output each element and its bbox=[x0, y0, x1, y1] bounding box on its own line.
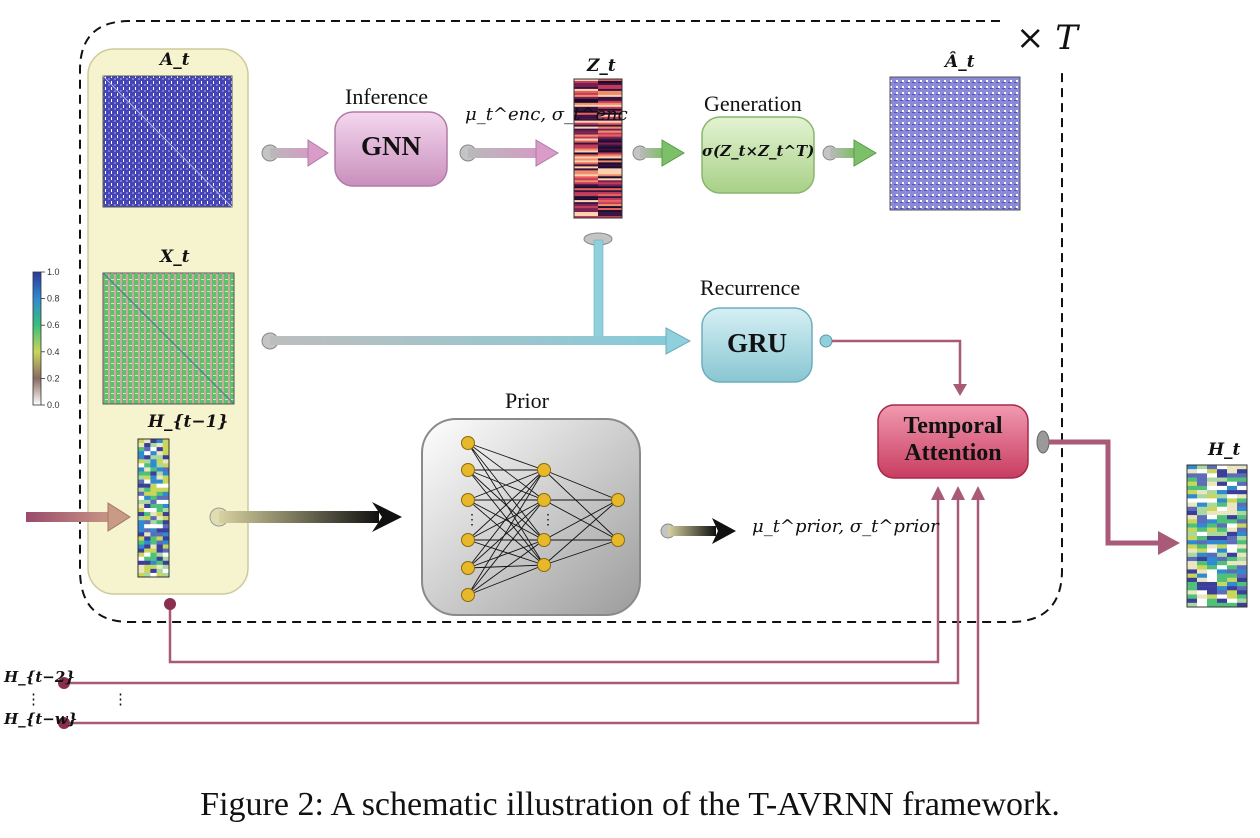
prior-title: Prior bbox=[505, 388, 549, 413]
history-node-hprev bbox=[164, 598, 176, 610]
nn-node bbox=[537, 493, 551, 507]
colorbar-tick-label: 1.0 bbox=[47, 267, 60, 277]
arrow-hprev-to-prior bbox=[209, 502, 402, 532]
nn-node bbox=[461, 493, 475, 507]
colorbar-ticks: 1.0 0.8 0.6 0.4 0.2 0.0 bbox=[41, 267, 60, 410]
gru-box bbox=[701, 307, 813, 383]
colorbar-tick-label: 0.6 bbox=[47, 320, 60, 330]
gnn-box bbox=[334, 111, 448, 187]
label-Hprev: H_{t−1} bbox=[148, 412, 229, 432]
prior-params-label: μ_t^prior, σ_t^prior bbox=[752, 516, 939, 537]
nn-node bbox=[537, 558, 551, 572]
prior-network-box bbox=[421, 418, 641, 616]
arrow-gnn-to-zt bbox=[459, 139, 559, 167]
loop-count-label: × T bbox=[1016, 18, 1078, 58]
nn-node bbox=[537, 463, 551, 477]
nn-node bbox=[461, 561, 475, 575]
nn-node bbox=[611, 493, 625, 507]
colorbar-tick-label: 0.0 bbox=[47, 400, 60, 410]
history-node-ht2 bbox=[58, 677, 70, 689]
vdots-left: ⋮ bbox=[26, 692, 41, 708]
nn-node bbox=[461, 436, 475, 450]
colorbar-tick-label: 0.4 bbox=[47, 347, 60, 357]
figure-caption: Figure 2: A schematic illustration of th… bbox=[200, 786, 1060, 823]
arrow-gru-to-attention bbox=[819, 334, 967, 396]
nn-node bbox=[537, 533, 551, 547]
history-node-htw bbox=[58, 717, 70, 729]
nn-node bbox=[461, 463, 475, 477]
label-Ht: H_t bbox=[1208, 440, 1241, 460]
recurrence-title: Recurrence bbox=[700, 275, 801, 300]
gru-label: GRU bbox=[727, 328, 787, 358]
arrow-input-to-hprev bbox=[26, 502, 131, 532]
hidden-state-Ht-heatmap bbox=[1187, 465, 1248, 608]
nn-vdots: ⋮ bbox=[465, 513, 479, 528]
label-Ahat: Â_t bbox=[945, 52, 975, 72]
prior-neural-network: ⋮⋮ bbox=[461, 436, 625, 602]
nn-node bbox=[461, 533, 475, 547]
hidden-state-Ht-1-heatmap bbox=[138, 439, 170, 578]
gnn-label: GNN bbox=[361, 131, 421, 161]
temporal-attention-label: Temporal Attention bbox=[903, 413, 1003, 466]
arrow-generation-to-ahat bbox=[822, 139, 877, 167]
label-Htw: H_{t−w} bbox=[4, 710, 78, 728]
reconstructed-adjacency-Ahat bbox=[889, 76, 1021, 211]
arrow-attention-to-Ht bbox=[1036, 430, 1180, 555]
generation-title: Generation bbox=[704, 91, 802, 116]
generation-formula: σ(Z_t×Z_t^T) bbox=[702, 142, 815, 160]
colorbar bbox=[32, 271, 42, 406]
arrow-xt-and-zt-to-gru bbox=[261, 232, 692, 355]
label-Zt: Z_t bbox=[587, 56, 616, 76]
nn-node bbox=[461, 588, 475, 602]
label-Xt: X_t bbox=[160, 247, 190, 267]
colorbar-tick-label: 0.2 bbox=[47, 373, 60, 383]
loop-boundary bbox=[79, 20, 1063, 623]
latent-Zt-barcode bbox=[574, 79, 623, 219]
label-Ht2: H_{t−2} bbox=[4, 668, 75, 686]
arrow-zt-to-generation bbox=[632, 139, 685, 167]
label-At: A_t bbox=[160, 50, 190, 70]
arrow-prior-output bbox=[660, 518, 736, 544]
vdots-mid: ⋮ bbox=[113, 692, 128, 708]
arrow-At-to-gnn bbox=[261, 139, 329, 167]
temporal-attention-box bbox=[877, 404, 1029, 479]
history-connections bbox=[64, 498, 980, 725]
colorbar-tick-label: 0.8 bbox=[47, 294, 60, 304]
enc-params-label: μ_t^enc, σ_t^enc bbox=[465, 104, 628, 125]
generation-box bbox=[701, 116, 815, 194]
nn-node bbox=[611, 533, 625, 547]
inference-title: Inference bbox=[345, 84, 429, 109]
nn-vdots: ⋮ bbox=[541, 513, 555, 528]
history-arrowheads bbox=[931, 486, 985, 500]
